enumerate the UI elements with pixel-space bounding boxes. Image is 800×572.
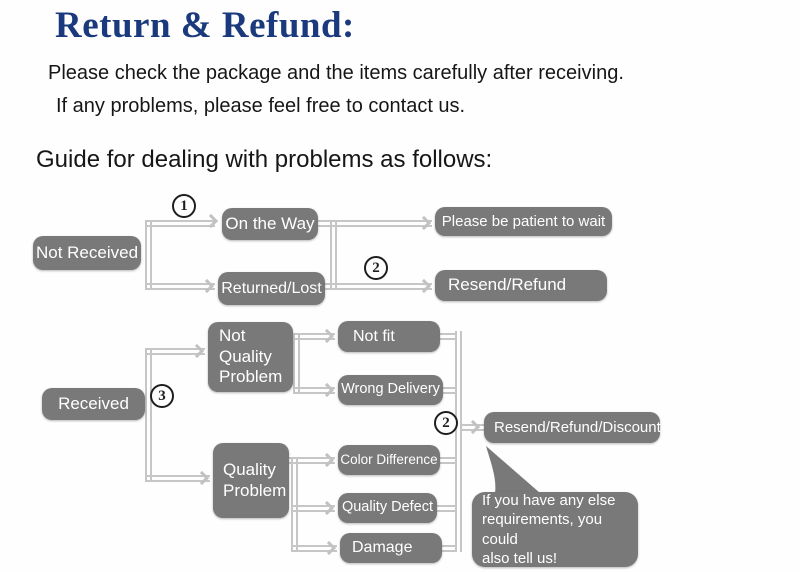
chevron-right-icon <box>189 343 205 359</box>
connector-to-color-difference <box>288 457 335 464</box>
chevron-right-icon <box>416 278 432 294</box>
step-badge-2: 2 <box>364 256 388 280</box>
connector-received-branch <box>145 348 152 482</box>
connector-quality-defect-out <box>437 505 457 512</box>
chevron-right-icon <box>319 382 335 398</box>
connector-to-resend-refund-discount <box>462 424 484 431</box>
node-damage: Damage <box>340 533 442 563</box>
node-received: Received <box>42 388 145 420</box>
node-resend-refund-discount: Resend/Refund/Discount <box>484 412 661 443</box>
connector-damage-out <box>442 545 457 552</box>
speech-bubble-tail <box>486 446 540 493</box>
node-wrong-delivery: Wrong Delivery <box>338 375 443 405</box>
connector-to-resend-refund <box>325 283 432 290</box>
connector-to-quality-problem <box>145 475 210 482</box>
node-quality-problem: Quality Problem <box>213 443 289 518</box>
connector-to-returned-lost <box>145 283 215 290</box>
connector-to-on-the-way <box>145 220 215 227</box>
connector-to-not-quality <box>145 348 205 355</box>
node-not-received: Not Received <box>33 236 141 270</box>
connector-not-fit-out <box>440 333 457 340</box>
node-color-difference: Color Difference <box>338 445 440 475</box>
connector-on-the-way-down <box>330 220 337 290</box>
node-please-be-patient: Please be patient to wait <box>435 207 612 236</box>
intro-line-2: If any problems, please feel free to con… <box>56 95 466 117</box>
chevron-right-icon <box>465 419 481 435</box>
connector-wrong-delivery-out <box>443 387 457 394</box>
connector-to-damage <box>291 545 337 552</box>
node-not-quality-problem: Not Quality Problem <box>208 322 293 392</box>
connector-to-not-fit <box>293 333 335 340</box>
node-returned-lost: Returned/Lost <box>218 272 325 305</box>
connector-to-please-wait <box>318 220 432 227</box>
node-on-the-way: On the Way <box>222 208 318 240</box>
chevron-right-icon <box>416 215 432 231</box>
guide-heading: Guide for dealing with problems as follo… <box>36 146 493 173</box>
connector-merge-bar <box>455 331 462 552</box>
node-resend-refund: Resend/Refund <box>435 270 607 301</box>
note-speech-bubble: If you have any else requirements, you c… <box>472 492 638 567</box>
connector-to-quality-defect <box>291 505 335 512</box>
chevron-right-icon <box>199 278 215 294</box>
node-not-fit: Not fit <box>338 321 440 352</box>
chevron-right-icon <box>319 452 335 468</box>
connector-to-wrong-delivery <box>293 387 335 394</box>
intro-line-1: Please check the package and the items c… <box>48 62 624 84</box>
chevron-right-icon <box>319 500 335 516</box>
step-badge-3: 3 <box>150 384 174 408</box>
connector-not-received-branch <box>145 220 152 290</box>
connector-quality-branch <box>291 457 298 552</box>
chevron-right-icon <box>321 540 337 556</box>
chevron-right-icon <box>319 328 335 344</box>
node-quality-defect: Quality Defect <box>338 493 437 523</box>
step-badge-1: 1 <box>172 194 196 218</box>
page-title: Return & Refund: <box>55 5 355 46</box>
step-badge-2b: 2 <box>434 411 458 435</box>
chevron-right-icon <box>194 470 210 486</box>
connector-not-quality-branch <box>293 333 300 394</box>
connector-color-difference-out <box>440 457 457 464</box>
